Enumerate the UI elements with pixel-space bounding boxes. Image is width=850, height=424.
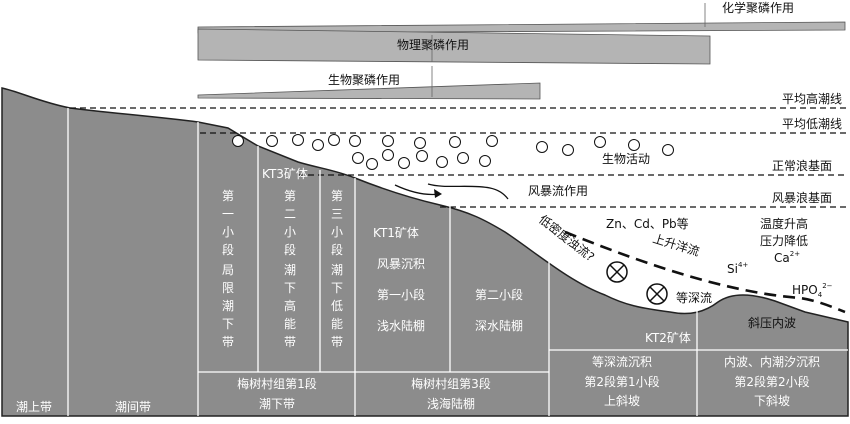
- organism-circles: [232, 134, 674, 170]
- kt2-label: KT2矿体: [645, 331, 691, 345]
- svg-text:梅树村组第3段: 梅树村组第3段: [411, 376, 491, 391]
- process-arrows: 化学聚磷作用 物理聚磷作用 生物聚磷作用: [197, 0, 846, 100]
- svg-text:浅水陆棚: 浅水陆棚: [377, 318, 425, 333]
- intertidal-label: 潮间带: [115, 399, 151, 414]
- svg-text:下: 下: [222, 317, 234, 331]
- svg-text:小: 小: [222, 225, 234, 239]
- svg-text:下斜坡: 下斜坡: [754, 394, 790, 408]
- sediment-body: [1, 87, 849, 417]
- upwelling-curve: [564, 230, 846, 314]
- svg-text:限: 限: [222, 281, 234, 295]
- kt1-label: KT1矿体: [373, 226, 419, 240]
- mean-low-tide-label: 平均低潮线: [782, 116, 842, 131]
- member1-label: 梅树村组第1段 潮下带: [237, 376, 317, 411]
- water-level-lines: [70, 107, 848, 208]
- svg-text:潮: 潮: [222, 298, 234, 313]
- svg-text:段: 段: [222, 242, 234, 257]
- svg-text:潮: 潮: [331, 262, 343, 277]
- kt3-label: KT3矿体: [262, 167, 308, 181]
- hpo4-label: HPO42−: [792, 282, 833, 299]
- biological-label: 生物聚磷作用: [328, 72, 400, 87]
- svg-text:下: 下: [331, 281, 343, 295]
- svg-text:等深流沉积: 等深流沉积: [592, 355, 652, 369]
- storm-current-label: 风暴流作用: [528, 184, 588, 198]
- svg-text:第: 第: [222, 189, 234, 203]
- svg-text:局: 局: [222, 263, 234, 277]
- ca-label: Ca2+: [774, 250, 800, 265]
- temperature-rise-label: 温度升高: [760, 216, 808, 231]
- svg-text:带: 带: [284, 335, 296, 349]
- fair-weather-label: 正常浪基面: [772, 158, 832, 173]
- svg-text:梅树村组第1段: 梅树村组第1段: [237, 376, 317, 391]
- column-third-substage: 第 三 小 段 潮 下 低 能 带: [331, 189, 343, 349]
- svg-text:风暴沉积: 风暴沉积: [377, 257, 425, 271]
- mean-high-tide-label: 平均高潮线: [782, 91, 842, 106]
- contour-current-label: 等深流: [676, 291, 712, 305]
- svg-text:第: 第: [331, 189, 343, 203]
- svg-text:段: 段: [284, 242, 296, 257]
- svg-text:带: 带: [222, 335, 234, 349]
- svg-text:一: 一: [222, 207, 234, 221]
- svg-text:内波、内潮汐沉积: 内波、内潮汐沉积: [724, 354, 820, 369]
- column-first-substage: 第 一 小 段 局 限 潮 下 带: [222, 189, 234, 349]
- member3-label: 梅树村组第3段 浅海陆棚: [411, 376, 491, 411]
- supratidal-label: 潮上带: [16, 399, 52, 414]
- stage3-substage2: 第二小段 深水陆棚: [475, 287, 523, 333]
- svg-text:高: 高: [284, 298, 296, 313]
- physical-label: 物理聚磷作用: [397, 37, 469, 52]
- svg-text:第一小段: 第一小段: [377, 287, 425, 302]
- svg-text:潮: 潮: [284, 262, 296, 277]
- bio-activity-label: 生物活动: [602, 152, 650, 166]
- svg-text:第2段第1小段: 第2段第1小段: [584, 374, 659, 389]
- svg-text:能: 能: [331, 317, 343, 331]
- si-label: Si4+: [727, 261, 748, 276]
- svg-text:二: 二: [284, 207, 296, 221]
- contour-current-symbols: [606, 261, 668, 305]
- stage3-substage1: 风暴沉积 第一小段 浅水陆棚: [377, 257, 425, 333]
- svg-text:第: 第: [284, 189, 296, 203]
- chemical-label: 化学聚磷作用: [722, 0, 794, 15]
- storm-wave-base-label: 风暴浪基面: [772, 190, 832, 205]
- internal-tide-label: 内波、内潮汐沉积 第2段第2小段 下斜坡: [724, 354, 820, 408]
- contourite-label: 等深流沉积 第2段第1小段 上斜坡: [584, 355, 659, 408]
- svg-text:小: 小: [284, 225, 296, 239]
- physical-arrow: [197, 28, 711, 65]
- svg-text:潮下带: 潮下带: [259, 396, 295, 411]
- svg-text:上斜坡: 上斜坡: [604, 394, 640, 408]
- column-second-substage: 第 二 小 段 潮 下 高 能 带: [284, 189, 296, 349]
- storm-current-arrows: [394, 183, 509, 200]
- biological-arrow: [197, 82, 541, 100]
- svg-text:小: 小: [331, 225, 343, 239]
- internal-wave-label: 斜压内波: [748, 316, 796, 330]
- svg-text:第2段第2小段: 第2段第2小段: [734, 374, 809, 389]
- upwelling-label: 上升洋流: [651, 231, 701, 259]
- pressure-drop-label: 压力降低: [760, 234, 808, 248]
- svg-text:能: 能: [284, 317, 296, 331]
- svg-text:下: 下: [284, 281, 296, 295]
- svg-text:浅海陆棚: 浅海陆棚: [427, 396, 475, 411]
- svg-text:第二小段: 第二小段: [475, 287, 523, 302]
- svg-text:低: 低: [331, 299, 343, 313]
- turbidity-label: 低密度浊流?: [536, 212, 598, 265]
- svg-text:带: 带: [331, 335, 343, 349]
- svg-text:段: 段: [331, 242, 343, 257]
- elements-label: Zn、Cd、Pb等: [606, 217, 689, 231]
- section-dividers: [67, 108, 848, 416]
- svg-text:深水陆棚: 深水陆棚: [475, 318, 523, 333]
- svg-text:三: 三: [331, 207, 343, 221]
